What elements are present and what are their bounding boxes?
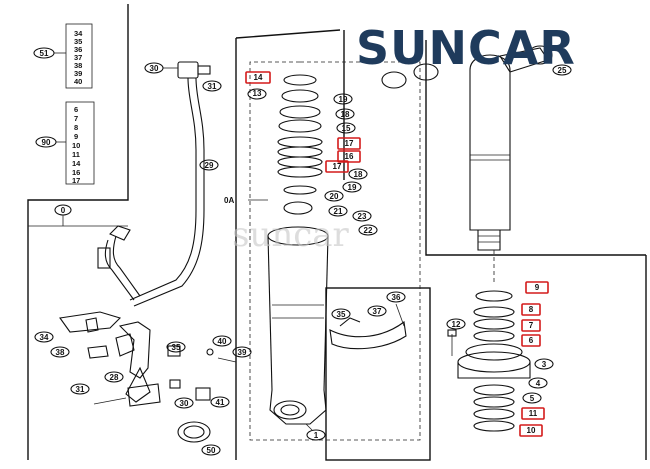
ref-19: 19	[348, 183, 357, 192]
list-item: 35	[74, 37, 82, 46]
list-item: 37	[74, 53, 82, 62]
clamp-bracket: 35 37 36	[329, 291, 407, 350]
ref-12: 12	[452, 320, 461, 329]
ref-30: 30	[180, 399, 189, 408]
list-item: 36	[74, 45, 82, 54]
ref-7: 7	[529, 321, 534, 330]
piston-rod: 25	[381, 45, 572, 251]
diagram-frames	[27, 4, 647, 461]
ref-34: 34	[40, 333, 49, 342]
ref-35: 35	[172, 343, 181, 352]
ref-9: 9	[535, 283, 540, 292]
center-labels: 14 13 19 18 15 17 16 17 18 19 20 21 23 2…	[245, 71, 378, 236]
ref-37: 37	[373, 307, 382, 316]
ref-20: 20	[330, 192, 339, 201]
ref-10: 10	[527, 426, 536, 435]
ref-14: 14	[254, 73, 263, 82]
brand-logo: SUNCAR	[356, 21, 576, 75]
ref-28: 28	[110, 373, 119, 382]
ref-41: 41	[216, 398, 225, 407]
ref-21: 21	[334, 207, 343, 216]
ref-39: 39	[238, 348, 247, 357]
ref-17: 17	[345, 139, 354, 148]
list-item: 9	[74, 132, 78, 141]
list-item: 8	[74, 123, 78, 132]
parts-list-90: 90 6 7 8 9 10 11 14 16 17	[35, 101, 95, 185]
list-item: 14	[72, 159, 81, 168]
list-item: 16	[72, 168, 80, 177]
ref-40: 40	[218, 337, 227, 346]
ref-50: 50	[207, 446, 216, 455]
ref-31: 31	[76, 385, 85, 394]
ref-11: 11	[529, 409, 538, 418]
ref-25: 25	[558, 66, 567, 75]
list-item: 6	[74, 105, 78, 114]
ref-15: 15	[342, 124, 351, 133]
logo-text: SUNCAR	[356, 21, 576, 75]
list-item: 7	[74, 114, 78, 123]
ref-29: 29	[205, 161, 214, 170]
ref-36: 36	[392, 293, 401, 302]
ref-17: 17	[333, 162, 342, 171]
ref-1: 1	[314, 431, 319, 440]
cylinder-body: 0A 1	[224, 74, 329, 441]
ref-16: 16	[345, 152, 354, 161]
ref-8: 8	[529, 305, 534, 314]
list-item: 11	[72, 150, 80, 159]
ref-31: 31	[208, 82, 217, 91]
hydraulic-line-29: 30 31 29	[97, 61, 222, 307]
list-item: 39	[74, 69, 82, 78]
ref-13: 13	[253, 89, 262, 98]
list-item: 38	[74, 61, 82, 70]
watermark: suncar	[232, 215, 350, 255]
parts-list-51: 51 34 35 36 37 38 39 40	[33, 23, 93, 89]
ref-5: 5	[530, 394, 535, 403]
gland-assembly: 12 9 8 7 6 3 4 5 11 10	[446, 281, 554, 437]
ref-4: 4	[536, 379, 541, 388]
ref-3: 3	[542, 360, 547, 369]
ref-51: 51	[40, 49, 49, 58]
ref-18: 18	[354, 170, 363, 179]
ref-0-group: 0	[28, 204, 128, 227]
ref-38: 38	[56, 348, 65, 357]
ref-35: 35	[337, 310, 346, 319]
bracket-assembly: 34 38 35 40 39 28 31 30 41 50	[34, 311, 252, 456]
list-item: 10	[72, 141, 80, 150]
list-item: 34	[74, 29, 83, 38]
ref-23: 23	[358, 212, 367, 221]
ref-18: 18	[341, 110, 350, 119]
ref-30: 30	[150, 64, 159, 73]
list-item: 40	[74, 77, 82, 86]
ref-19: 19	[339, 95, 348, 104]
list-item: 17	[72, 176, 80, 185]
ref-6: 6	[529, 336, 534, 345]
ref-22: 22	[364, 226, 373, 235]
ref-90: 90	[42, 138, 51, 147]
ref-0: 0	[61, 206, 66, 215]
ref-0a: 0A	[224, 196, 234, 205]
